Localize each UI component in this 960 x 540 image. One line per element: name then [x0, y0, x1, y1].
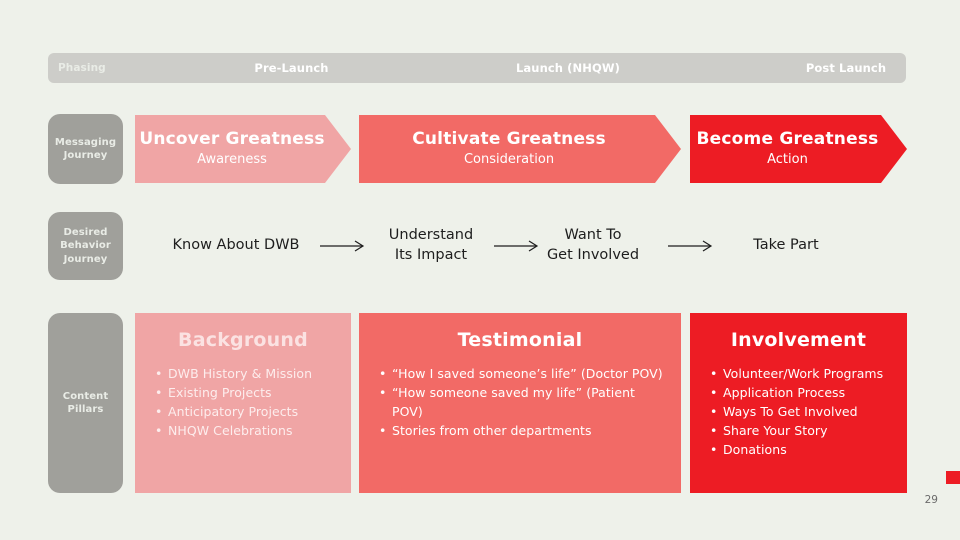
messaging-stage-1-title: Uncover Greatness	[139, 129, 325, 150]
row-label-pillars-line1: Content	[62, 390, 109, 402]
list-item: Volunteer/Work Programs	[710, 364, 895, 383]
behavior-step-know-about-dwb: Know About DWB	[150, 212, 322, 280]
row-label-behavior-line1: Desired	[63, 226, 108, 238]
page-number: 29	[924, 494, 938, 506]
row-label-content-pillars: Content Pillars	[48, 313, 123, 493]
list-item: Share Your Story	[710, 421, 895, 440]
messaging-stage-3-title: Become Greatness	[696, 129, 879, 150]
row-label-behavior-line2: Behavior	[60, 240, 111, 252]
list-item: DWB History & Mission	[155, 364, 339, 383]
phasing-row-label: Phasing	[58, 62, 106, 74]
phasing-stage-post-launch: Post Launch	[805, 61, 887, 75]
behavior-step-3-line2: Get Involved	[546, 247, 640, 263]
messaging-stage-1-subtitle: Awareness	[197, 152, 267, 168]
row-label-messaging-line2: Journey	[63, 150, 108, 161]
behavior-step-2-line2: Its Impact	[394, 247, 468, 263]
row-label-desired-behavior-journey: Desired Behavior Journey	[48, 212, 123, 280]
behavior-step-1-line1: Know About DWB	[172, 237, 300, 254]
behavior-step-take-part: Take Part	[724, 212, 848, 280]
row-label-messaging-journey: Messaging Journey	[48, 114, 123, 184]
list-item: Ways To Get Involved	[710, 402, 895, 421]
content-pillar-2-title: Testimonial	[457, 329, 583, 351]
row-label-behavior-line3: Journey	[63, 253, 108, 265]
messaging-stage-2-title: Cultivate Greatness	[412, 129, 606, 150]
behavior-step-want-to-get-involved: Want To Get Involved	[532, 212, 654, 280]
list-item: “How someone saved my life” (Patient POV…	[379, 383, 669, 421]
messaging-stage-2-subtitle: Consideration	[463, 152, 555, 168]
behavior-step-3-line1: Want To	[564, 227, 622, 244]
content-pillar-2-list: “How I saved someone’s life” (Doctor POV…	[371, 364, 669, 440]
content-pillar-1-title: Background	[178, 329, 308, 351]
list-item: Application Process	[710, 383, 895, 402]
content-pillar-3-list: Volunteer/Work Programs Application Proc…	[702, 364, 895, 459]
messaging-stage-uncover-greatness: Uncover Greatness Awareness	[135, 115, 351, 183]
content-pillar-background: Background DWB History & Mission Existin…	[135, 313, 351, 493]
list-item: Donations	[710, 440, 895, 459]
list-item: Stories from other departments	[379, 421, 669, 440]
phasing-bar: Phasing Pre-Launch Launch (NHQW) Post La…	[48, 53, 906, 83]
phasing-stage-launch: Launch (NHQW)	[516, 61, 620, 75]
messaging-stage-cultivate-greatness: Cultivate Greatness Consideration	[359, 115, 681, 183]
content-pillar-involvement: Involvement Volunteer/Work Programs Appl…	[690, 313, 907, 493]
behavior-step-understand-its-impact: Understand Its Impact	[369, 212, 493, 280]
list-item: Existing Projects	[155, 383, 339, 402]
corner-accent-mark	[946, 471, 960, 484]
right-arrow-icon	[320, 240, 365, 252]
list-item: Anticipatory Projects	[155, 402, 339, 421]
right-arrow-icon	[668, 240, 713, 252]
content-pillar-3-title: Involvement	[730, 329, 867, 351]
row-label-pillars-line2: Pillars	[67, 404, 104, 415]
messaging-stage-3-subtitle: Action	[767, 152, 808, 168]
behavior-step-2-line1: Understand	[388, 227, 474, 244]
behavior-step-4-line1: Take Part	[753, 237, 819, 254]
right-arrow-icon	[494, 240, 539, 252]
phasing-stage-pre-launch: Pre-Launch	[254, 61, 329, 75]
content-pillar-testimonial: Testimonial “How I saved someone’s life”…	[359, 313, 681, 493]
content-pillar-1-list: DWB History & Mission Existing Projects …	[147, 364, 339, 440]
row-label-messaging-line1: Messaging	[54, 136, 117, 148]
list-item: NHQW Celebrations	[155, 421, 339, 440]
list-item: “How I saved someone’s life” (Doctor POV…	[379, 364, 669, 383]
messaging-stage-become-greatness: Become Greatness Action	[690, 115, 907, 183]
